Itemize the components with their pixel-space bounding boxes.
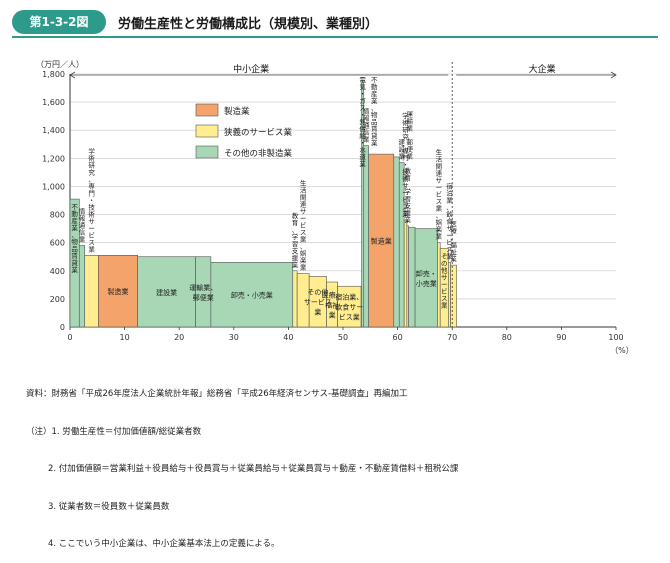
bar-inner-label-8: 卸売・小売業 xyxy=(416,269,437,288)
bar-19 xyxy=(408,226,416,328)
bar-24 xyxy=(450,264,457,328)
bar-vertical-label-2: 学術研究、専門・技術サービス業 xyxy=(88,146,95,253)
figure-header: 第1-3-2図 労働生産性と労働構成比（規模別、業種別） xyxy=(0,10,670,38)
y-tick-label: 1,200 xyxy=(42,154,65,163)
y-axis-unit: （万円／人） xyxy=(36,60,84,69)
bar-vertical-label-11: 教育、学習支援業 xyxy=(404,166,411,224)
note-3: 3. 従業者数＝役員数＋従業員数 xyxy=(48,501,170,512)
legend-swatch-1 xyxy=(195,124,219,138)
bar-vertical-label-13: その他サービス業 xyxy=(441,252,448,309)
bar-vertical-label-0: 不動産業、物品賃貸業 xyxy=(71,203,78,274)
bar-inner-label-7: 製造業 xyxy=(371,237,392,246)
bar-vertical-label-10: 学術研究、専門・技術サービス業 xyxy=(402,111,409,218)
bar-3 xyxy=(98,255,139,328)
bar-vertical-label-1: 情報通信業 xyxy=(79,206,86,243)
legend-swatch-0 xyxy=(195,103,219,117)
legend-label-1: 狭義のサービス業 xyxy=(224,127,293,138)
legend-label-0: 製造業 xyxy=(224,106,250,117)
bar-2 xyxy=(84,255,99,328)
bar-17 xyxy=(403,219,408,328)
x-tick-label: 80 xyxy=(502,333,512,342)
bar-vertical-label-15: 医療、福祉業 xyxy=(450,220,457,263)
bar-inner-label-5: 医療、福祉業 xyxy=(322,291,343,320)
x-tick-label: 10 xyxy=(120,333,130,342)
bar-vertical-label-9: 運輸業、郵便業 xyxy=(406,110,413,161)
x-tick-label: 100 xyxy=(608,333,623,342)
x-tick-label: 0 xyxy=(67,333,72,342)
x-tick-label: 20 xyxy=(174,333,184,342)
group-label-large: 大企業 xyxy=(529,63,556,75)
note-4: 4. ここでいう中小企業は、中小企業基本法上の定義による。 xyxy=(48,539,280,549)
bar-1 xyxy=(78,245,86,328)
y-tick-label: 1,600 xyxy=(42,98,65,107)
bar-inner-label-2: 運輸業、郵便業 xyxy=(189,283,217,302)
figure-title: 労働生産性と労働構成比（規模別、業種別） xyxy=(118,17,379,32)
bar-vertical-label-6: 情報通信業 xyxy=(363,107,370,144)
y-tick-label: 1,000 xyxy=(42,182,65,191)
bar-23 xyxy=(448,262,451,328)
bar-inner-label-3: 卸売・小売業 xyxy=(231,291,273,300)
x-tick-label: 50 xyxy=(338,333,348,342)
bar-vertical-label-14: 宿泊業、飲食サービス業 xyxy=(446,181,453,260)
x-tick-label: 90 xyxy=(556,333,566,342)
bar-vertical-label-3: 教育、学習支援業 xyxy=(292,211,299,269)
y-tick-label: 1,800 xyxy=(42,70,65,79)
group-arrow-left xyxy=(69,71,76,79)
bar-7 xyxy=(292,270,298,328)
bar-13 xyxy=(363,145,369,328)
bar-inner-label-0: 製造業 xyxy=(108,287,129,296)
bar-inner-label-4: その他サービス業 xyxy=(304,288,332,317)
figure-number-badge: 第1-3-2図 xyxy=(12,10,106,34)
source-note: 資料：財務省「平成26年度法人企業統計年報」総務省「平成26年経済センサス-基礎… xyxy=(26,389,408,399)
bar-inner-label-6: 宿泊業、飲食サービス業 xyxy=(335,293,363,322)
bar-15 xyxy=(393,156,400,328)
x-tick-label: 30 xyxy=(229,333,239,342)
note-1: （注）1. 労働生産性＝付加価値額/総従業者数 xyxy=(26,426,202,437)
bar-6 xyxy=(210,262,294,328)
productivity-marimekko-chart: 02004006008001,0001,2001,4001,6001,800（万… xyxy=(36,60,634,355)
notes-block: 資料：財務省「平成26年度法人企業統計年報」総務省「平成26年経済センサス-基礎… xyxy=(26,363,458,563)
legend-swatch-2 xyxy=(195,145,219,159)
x-tick-label: 40 xyxy=(283,333,293,342)
bar-4 xyxy=(137,256,196,328)
y-tick-label: 200 xyxy=(50,295,65,304)
bar-inner-label-1: 建設業 xyxy=(156,288,177,297)
y-tick-label: 600 xyxy=(50,239,65,248)
bar-vertical-label-7: 不動産業、物品賃貸業 xyxy=(371,76,378,147)
bar-14 xyxy=(368,153,395,328)
y-tick-label: 400 xyxy=(50,267,65,276)
group-arrow-right xyxy=(610,71,617,79)
legend-label-2: その他の非製造業 xyxy=(224,148,293,159)
bar-vertical-label-8: 建設業 xyxy=(398,138,405,161)
bar-vertical-label-5: 電気・ガス・熱供給・水道業 xyxy=(359,76,366,168)
bar-21 xyxy=(437,242,441,328)
bar-11 xyxy=(337,285,362,328)
x-tick-label: 60 xyxy=(393,333,403,342)
group-label-sme: 中小企業 xyxy=(233,63,269,75)
x-axis-unit: （%） xyxy=(610,346,634,355)
header-rule xyxy=(12,36,658,38)
x-tick-label: 70 xyxy=(447,333,457,342)
y-tick-label: 0 xyxy=(60,323,65,332)
y-tick-label: 1,400 xyxy=(42,126,65,135)
note-2: 2. 付加価値額＝営業利益＋役員給与＋役員賞与＋従業員給与＋従業員賞与＋動産・不… xyxy=(48,464,459,474)
y-tick-label: 800 xyxy=(50,211,65,220)
bar-vertical-label-4: 生活関連サービス業、娯楽業 xyxy=(300,179,307,272)
bar-vertical-label-12: 生活関連サービス業、娯楽業 xyxy=(436,148,443,241)
